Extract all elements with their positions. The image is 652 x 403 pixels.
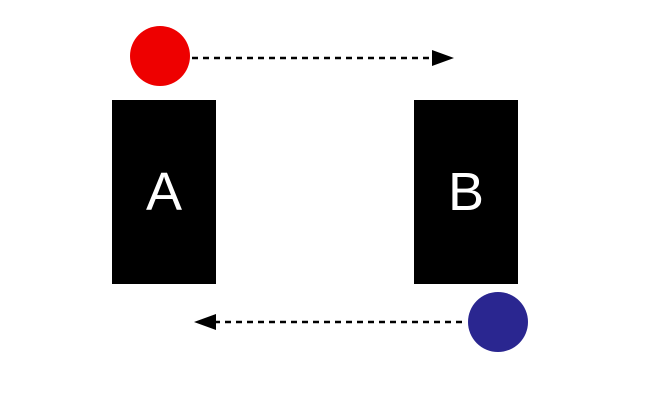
right-arrow — [192, 50, 454, 66]
left-arrow — [194, 314, 466, 330]
box-a: A — [112, 100, 216, 284]
box-b-label: B — [447, 162, 485, 222]
box-b: B — [414, 100, 518, 284]
red-ball — [130, 26, 190, 86]
box-a-label: A — [145, 162, 183, 222]
blue-ball — [468, 292, 528, 352]
